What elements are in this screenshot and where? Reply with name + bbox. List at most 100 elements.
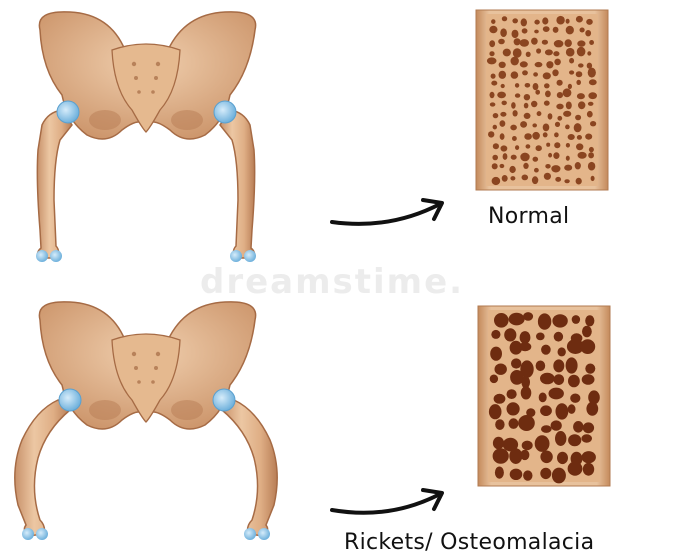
trabecular-pore xyxy=(581,434,592,442)
trabecular-pore xyxy=(518,415,535,431)
trabecular-pore xyxy=(490,92,495,98)
trabecular-pore xyxy=(557,116,562,121)
trabecular-pore xyxy=(566,156,570,161)
right-hip-cartilage-rickets xyxy=(213,389,235,411)
trabecular-pore xyxy=(493,125,497,130)
trabecular-pore xyxy=(535,435,550,452)
trabecular-pore xyxy=(554,374,565,385)
trabecular-pore xyxy=(576,143,583,150)
trabecular-pore xyxy=(500,120,506,127)
trabecular-pore xyxy=(549,388,564,400)
right-femur-rickets xyxy=(222,400,277,536)
trabecular-pore xyxy=(509,166,515,173)
trabecular-pore xyxy=(493,113,499,118)
trabecular-pore xyxy=(543,26,550,32)
trabecular-pore xyxy=(548,113,553,119)
trabecular-pore xyxy=(590,121,596,126)
trabecular-pore xyxy=(515,145,519,150)
trabecular-pore xyxy=(554,332,563,342)
trabecular-pore xyxy=(578,63,584,67)
trabecular-pore xyxy=(566,357,578,373)
trabecular-pore xyxy=(535,90,540,95)
trabecular-pore xyxy=(568,404,576,414)
trabecular-pore xyxy=(493,437,504,450)
trabecular-pore xyxy=(500,112,506,117)
trabecular-pore xyxy=(587,111,593,118)
trabecular-pore xyxy=(580,28,585,33)
trabecular-pore xyxy=(515,93,520,97)
trabecular-pore xyxy=(504,328,516,341)
trabecular-pore xyxy=(589,147,594,152)
trabecular-pore xyxy=(564,165,572,171)
trabecular-pore xyxy=(534,20,539,25)
trabecular-pore xyxy=(548,153,552,158)
trabecular-pore xyxy=(524,133,532,140)
trabecular-pore xyxy=(557,92,563,98)
trabecular-pore xyxy=(526,52,531,57)
trabecular-pore xyxy=(523,163,528,169)
trabecular-pore xyxy=(500,133,505,140)
trabecular-pore xyxy=(552,468,566,484)
trabecular-pore xyxy=(511,358,521,368)
trabecular-pore xyxy=(514,38,521,45)
trabecular-pore xyxy=(522,70,528,75)
right-hip-cartilage-normal xyxy=(214,101,236,123)
trabecular-pore xyxy=(509,313,525,326)
trabecular-pore xyxy=(566,48,575,57)
trabecular-pore xyxy=(542,40,548,45)
trabecular-pore xyxy=(511,155,517,160)
trabecular-pore xyxy=(555,431,566,446)
trabecular-pore xyxy=(509,418,519,429)
trabecular-pore xyxy=(520,61,528,67)
trabecular-pore xyxy=(566,102,572,110)
trabecular-pore xyxy=(490,375,498,384)
trabecular-pore xyxy=(492,177,501,185)
trabecular-pore xyxy=(501,145,508,151)
trabecular-pore xyxy=(576,16,583,23)
trabecular-pore xyxy=(510,125,517,131)
trabecular-pore xyxy=(532,123,537,127)
trabecular-pore xyxy=(565,125,570,130)
trabecular-pore xyxy=(541,345,551,355)
trabecular-pore xyxy=(586,402,598,416)
trabecular-pore xyxy=(497,92,506,99)
trabecular-pore xyxy=(554,142,560,148)
trabecular-pore xyxy=(520,331,531,344)
trabecular-pore xyxy=(569,58,574,64)
trabecular-pore xyxy=(522,175,529,181)
trabecular-pore xyxy=(552,314,567,327)
trabecular-pore xyxy=(491,19,495,24)
trabecular-pore xyxy=(520,121,527,128)
trabecular-pore xyxy=(536,145,542,151)
trabecular-pore xyxy=(544,83,550,88)
trabecular-pore xyxy=(566,19,570,24)
trabecular-pore xyxy=(576,178,582,185)
trabecular-pore xyxy=(499,71,507,79)
trabecular-pore xyxy=(520,39,529,47)
trabecular-pore xyxy=(495,467,504,479)
trabecular-pore xyxy=(522,28,528,33)
trabecular-pore xyxy=(490,102,496,106)
trabecular-pore xyxy=(591,176,595,181)
trabecular-pore xyxy=(577,47,586,57)
trabecular-pore xyxy=(553,51,559,56)
trabecular-pore xyxy=(534,168,539,173)
trabecular-pore xyxy=(495,364,507,375)
trabecular-pore xyxy=(543,124,550,132)
trabecular-pore xyxy=(531,38,538,45)
trabecular-pore xyxy=(545,91,551,98)
trabecular-pore xyxy=(512,30,519,38)
trabecular-pore xyxy=(489,404,502,419)
trabecular-pore xyxy=(563,88,572,97)
trabecular-pore xyxy=(545,49,553,55)
trabecular-pore xyxy=(493,143,499,149)
trabecular-pore xyxy=(575,162,581,169)
trabecular-pore xyxy=(539,393,547,403)
trabecular-pore xyxy=(536,48,541,53)
trabecular-pore xyxy=(589,40,594,45)
trabecular-pore xyxy=(570,394,580,403)
trabecular-pore xyxy=(545,164,550,169)
trabecular-pore xyxy=(551,420,562,430)
trabecular-pore xyxy=(520,450,529,460)
trabecular-pore xyxy=(568,434,581,446)
